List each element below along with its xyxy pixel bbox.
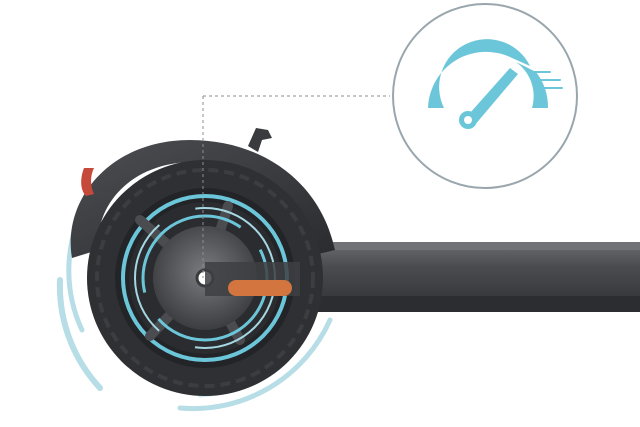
motion-arc-bottom: [177, 317, 333, 412]
rear-fender: [70, 128, 336, 258]
speed-lines: [531, 71, 563, 89]
deck-top-highlight: [285, 242, 640, 250]
badge-circle: [392, 3, 578, 189]
tire-tread-edge: [95, 168, 315, 388]
rear-wheel: [87, 160, 323, 396]
gauge-arc: [428, 39, 530, 108]
callout-leader: [202, 95, 390, 278]
side-reflector: [228, 280, 292, 296]
scooter-deck: [285, 242, 640, 312]
speed-badge: [392, 3, 578, 189]
fender-hook: [248, 128, 272, 152]
deck-underside: [285, 296, 640, 312]
tail-light: [81, 168, 94, 196]
gauge-pivot-center: [464, 116, 472, 124]
fender-body: [70, 140, 336, 258]
gauge-needle: [462, 68, 518, 126]
gauge-arc-right: [516, 62, 549, 108]
deck-body: [285, 242, 640, 312]
speedometer-icon: [428, 39, 563, 129]
motion-arc-outer: [56, 277, 103, 391]
